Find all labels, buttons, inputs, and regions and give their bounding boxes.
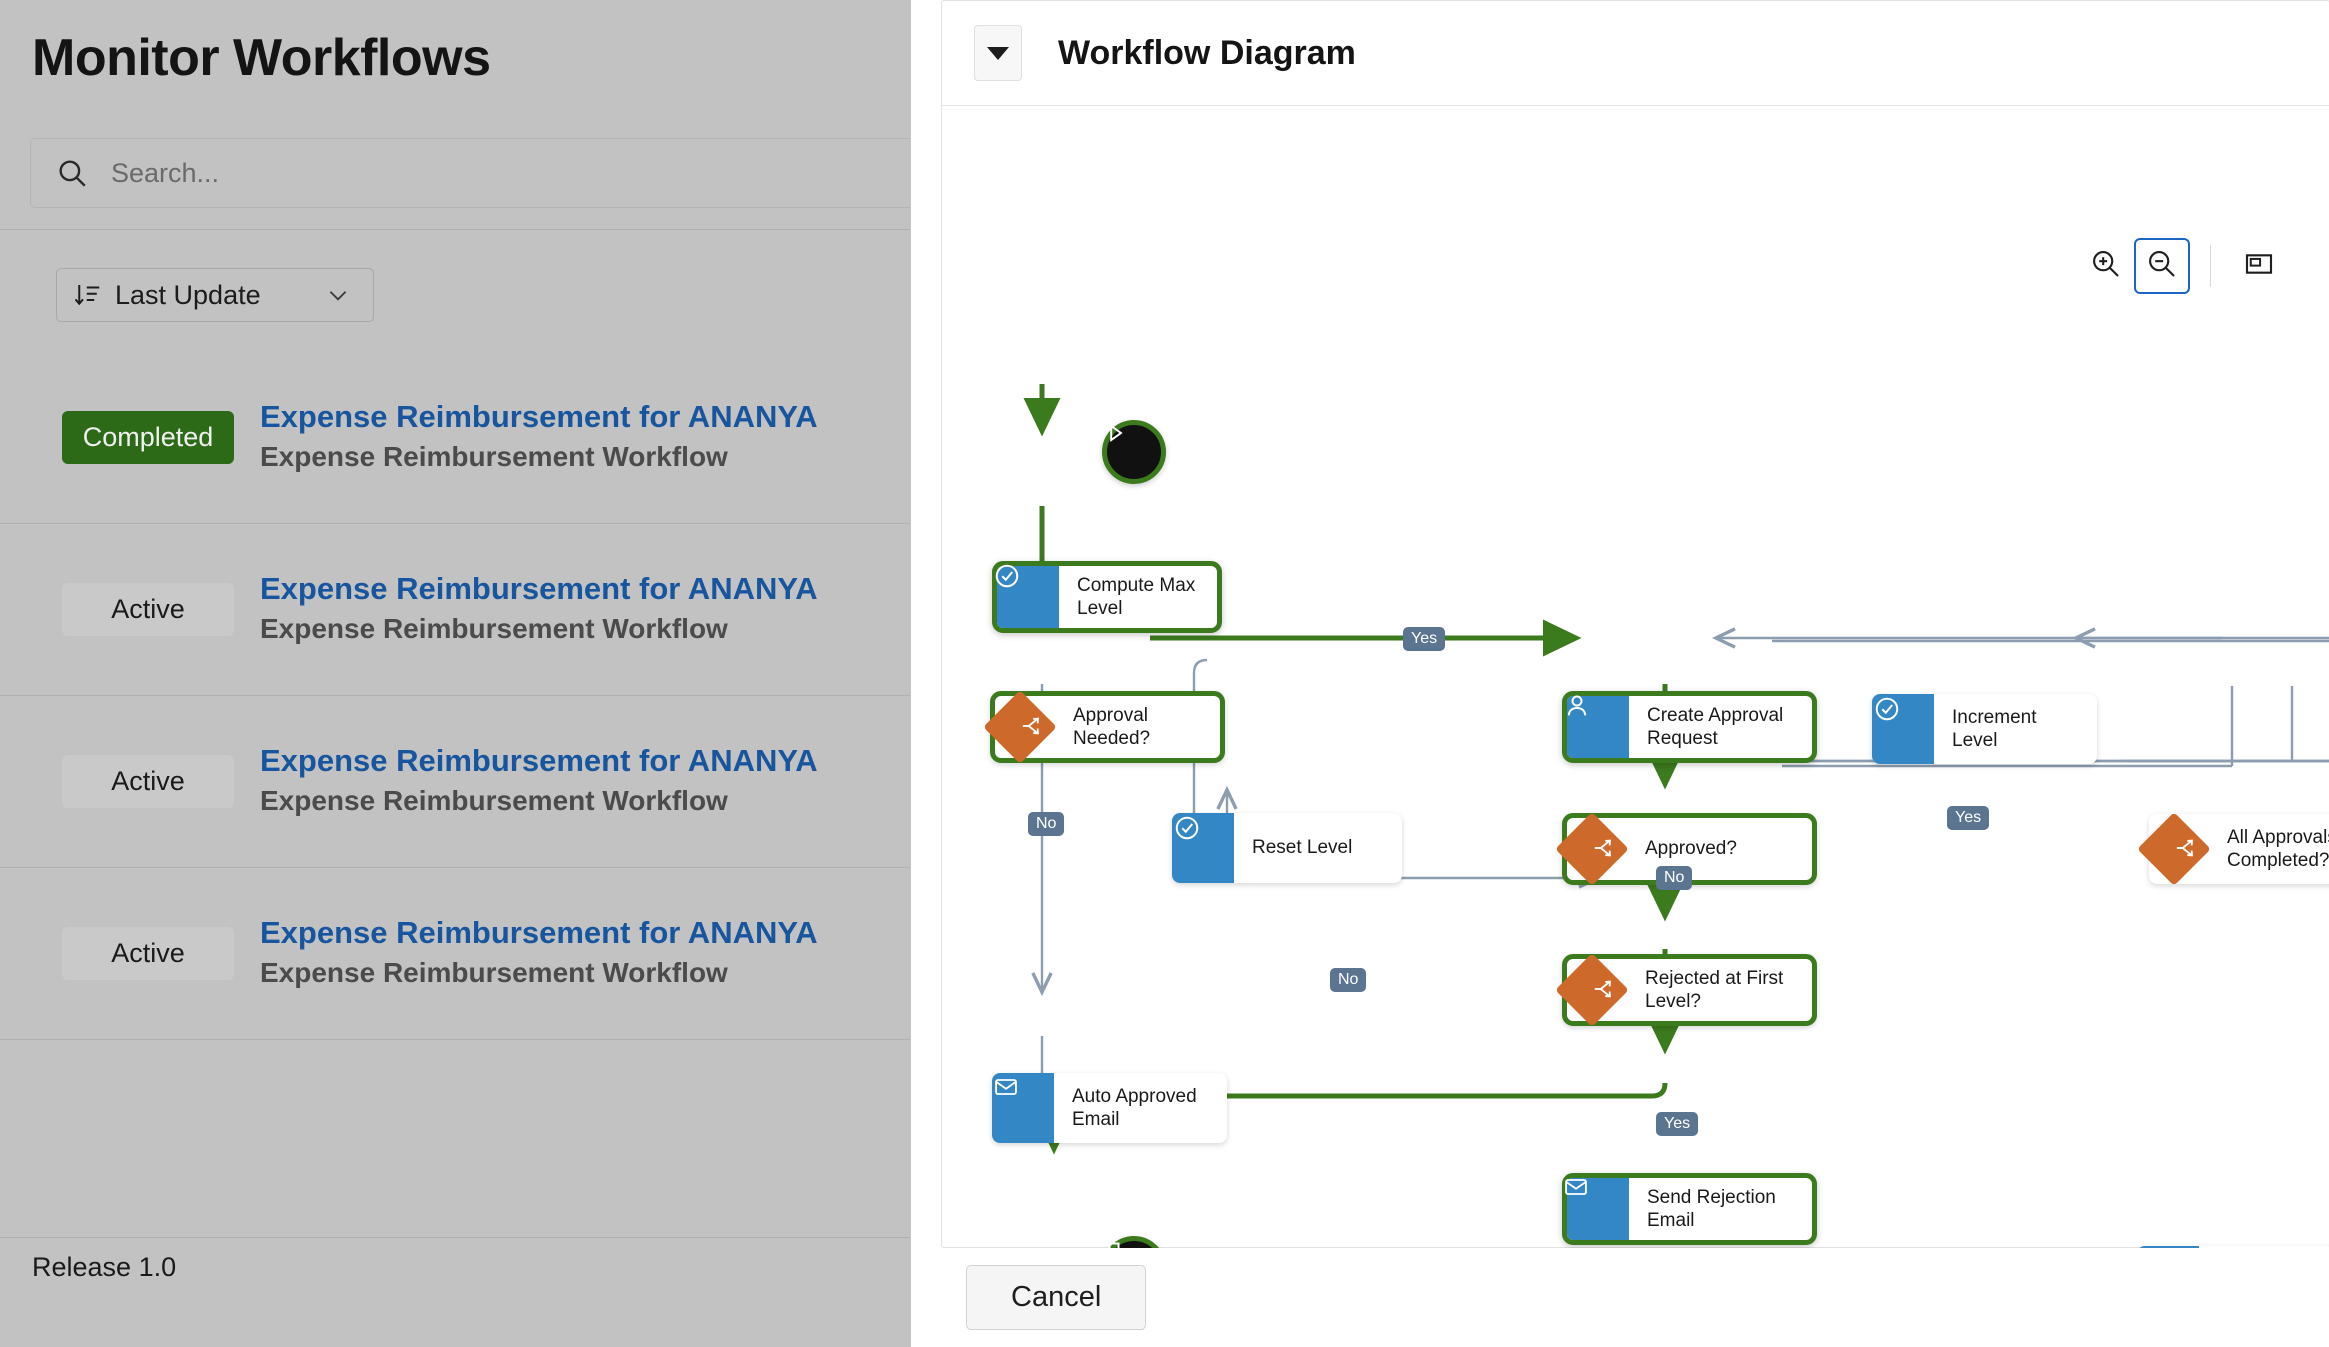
node-send-rejection-email[interactable]: Send Rejection Email <box>1562 1173 1817 1245</box>
decision-node[interactable]: Rejected at First Level? <box>1555 953 1817 1027</box>
node-create-approval-request[interactable]: Create Approval Request <box>1562 691 1817 763</box>
branch-icon <box>1591 835 1619 863</box>
edge-label-no-approval: No <box>1028 812 1065 837</box>
sort-label: Last Update <box>115 279 261 310</box>
fit-to-screen-icon <box>2243 248 2275 285</box>
node-label: Reset Level <box>1252 837 1353 859</box>
list-item[interactable]: Active Expense Reimbursement for ANANYA … <box>0 868 915 1040</box>
workflow-subtitle: Expense Reimbursement Workflow <box>260 441 728 473</box>
workflow-name-link[interactable]: Expense Reimbursement for ANANYA <box>260 399 818 435</box>
zoom-in-button[interactable] <box>2078 238 2134 294</box>
sort-dropdown[interactable]: Last Update <box>56 268 374 322</box>
edge-label-yes-approved: Yes <box>1947 806 1990 831</box>
task-node[interactable]: Send Approval Email <box>2137 1246 2329 1248</box>
release-label: Release 1.0 <box>32 1252 177 1282</box>
check-circle-icon <box>995 564 1059 628</box>
diagram-canvas[interactable]: Compute Max Level Ap <box>942 106 2329 1248</box>
node-label: Compute Max Level <box>1077 574 1196 619</box>
task-node[interactable]: Reset Level <box>1172 813 1402 883</box>
task-node[interactable]: Auto Approved Email <box>992 1073 1227 1143</box>
workflow-name-link[interactable]: Expense Reimbursement for ANANYA <box>260 571 818 607</box>
triangle-down-icon <box>987 46 1009 60</box>
check-circle-icon <box>1172 813 1234 883</box>
edge-label-yes-approval: Yes <box>1403 627 1446 652</box>
node-approval-needed[interactable]: Approval Needed? <box>983 690 1225 764</box>
node-label: Increment Level <box>1952 706 2037 751</box>
branch-icon <box>1591 976 1619 1004</box>
node-auto-approved-email[interactable]: Auto Approved Email <box>992 1073 1227 1143</box>
node-start[interactable] <box>1102 420 1166 484</box>
list-item[interactable]: Active Expense Reimbursement for ANANYA … <box>0 524 915 696</box>
branch-icon <box>2173 835 2201 863</box>
task-node[interactable]: Compute Max Level <box>992 561 1222 633</box>
node-all-approvals-completed[interactable]: All Approvals Completed? <box>2137 812 2329 886</box>
list-item[interactable]: Completed Expense Reimbursement for ANAN… <box>0 352 915 524</box>
modal-title: Workflow Diagram <box>1058 33 1356 72</box>
workflow-subtitle: Expense Reimbursement Workflow <box>260 957 728 989</box>
node-increment-level[interactable]: Increment Level <box>1872 694 2097 764</box>
node-label: Send Rejection Email <box>1647 1186 1776 1231</box>
workflow-subtitle: Expense Reimbursement Workflow <box>260 785 728 817</box>
envelope-icon <box>2137 1246 2199 1248</box>
toolbar-separator <box>2210 245 2211 287</box>
node-label: Approval Needed? <box>1073 704 1151 749</box>
status-badge: Active <box>62 755 234 808</box>
workflow-list: Completed Expense Reimbursement for ANAN… <box>0 352 915 1040</box>
branch-icon <box>1019 713 1047 741</box>
workflow-subtitle: Expense Reimbursement Workflow <box>260 613 728 645</box>
start-node[interactable] <box>1102 420 1166 484</box>
zoom-out-button[interactable] <box>2134 238 2190 294</box>
workflow-name-link[interactable]: Expense Reimbursement for ANANYA <box>260 915 818 951</box>
status-badge: Active <box>62 583 234 636</box>
chevron-down-icon <box>325 282 351 308</box>
cancel-button[interactable]: Cancel <box>966 1265 1147 1330</box>
node-label: Approved? <box>1645 838 1737 860</box>
edge-label-yes-rejected: Yes <box>1656 1112 1699 1137</box>
node-rejected-at-first-level[interactable]: Rejected at First Level? <box>1555 953 1817 1027</box>
node-send-approval-email[interactable]: Send Approval Email <box>2137 1246 2329 1248</box>
page-title: Monitor Workflows <box>32 29 491 87</box>
workflow-diagram-modal: Workflow Diagram <box>910 0 2329 1347</box>
diagram-card: Workflow Diagram <box>941 0 2329 1248</box>
task-node[interactable]: Increment Level <box>1872 694 2097 764</box>
workflow-graph: Compute Max Level Ap <box>942 106 2329 1248</box>
modal-header: Workflow Diagram <box>942 1 2329 106</box>
search-divider <box>0 229 915 230</box>
check-circle-icon <box>1872 694 1934 764</box>
zoom-out-icon <box>2145 247 2179 286</box>
task-node[interactable]: Send Rejection Email <box>1562 1173 1817 1245</box>
diagram-toolbar <box>2078 238 2287 294</box>
end-node[interactable] <box>1102 1236 1166 1248</box>
node-reset-level[interactable]: Reset Level <box>1172 813 1402 883</box>
list-item[interactable]: Active Expense Reimbursement for ANANYA … <box>0 696 915 868</box>
search-icon <box>55 156 89 190</box>
node-label: Auto Approved Email <box>1072 1085 1197 1130</box>
footer-divider <box>0 1237 915 1238</box>
node-label: All Approvals Completed? <box>2227 826 2329 871</box>
workflow-name-link[interactable]: Expense Reimbursement for ANANYA <box>260 743 818 779</box>
node-label: Rejected at First Level? <box>1645 967 1784 1012</box>
node-compute-max-level[interactable]: Compute Max Level <box>992 561 1222 633</box>
node-end[interactable] <box>1102 1236 1166 1248</box>
envelope-icon <box>992 1073 1054 1143</box>
modal-footer: Cancel <box>941 1248 2329 1347</box>
sort-descending-icon <box>73 280 103 310</box>
node-label: Create Approval Request <box>1647 704 1784 749</box>
edge-label-no-reset: No <box>1330 968 1367 993</box>
fit-to-screen-button[interactable] <box>2231 238 2287 294</box>
task-node[interactable]: Create Approval Request <box>1562 691 1817 763</box>
edge-label-no-approved: No <box>1656 866 1693 891</box>
zoom-in-icon <box>2089 247 2123 286</box>
envelope-icon <box>1565 1178 1629 1240</box>
status-badge: Completed <box>62 411 234 464</box>
decision-node[interactable]: Approval Needed? <box>983 690 1225 764</box>
status-badge: Active <box>62 927 234 980</box>
search-input[interactable] <box>111 157 911 189</box>
user-icon <box>1567 695 1629 758</box>
collapse-toggle-button[interactable] <box>974 25 1022 81</box>
decision-node[interactable]: All Approvals Completed? <box>2137 812 2329 886</box>
